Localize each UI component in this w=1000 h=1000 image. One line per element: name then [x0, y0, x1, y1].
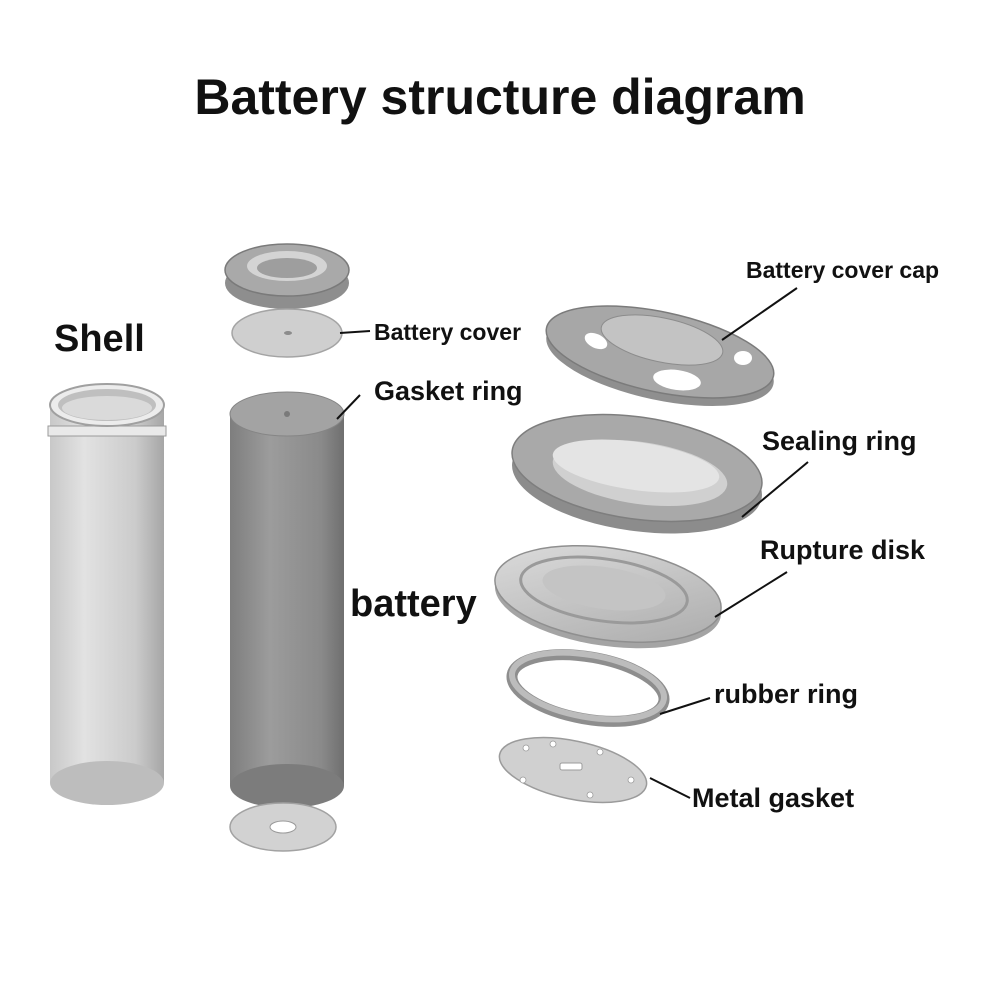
battery-cover-cap-part [545, 305, 775, 406]
small-cover-cap [224, 243, 350, 309]
rubber-ring-part [506, 649, 670, 727]
label-rupture-disk: Rupture disk [760, 535, 926, 565]
metal-gasket-part [498, 736, 648, 804]
battery-core [229, 391, 345, 808]
label-battery: battery [350, 583, 477, 625]
sealing-ring-part [511, 413, 763, 534]
label-sealing-ring: Sealing ring [762, 426, 917, 456]
label-battery-cover: Battery cover [374, 319, 522, 345]
leader-lines [336, 287, 809, 799]
label-battery-cover-cap: Battery cover cap [746, 257, 940, 283]
leader-rupture-disk [714, 571, 788, 618]
label-gasket-ring: Gasket ring [374, 376, 523, 406]
label-metal-gasket: Metal gasket [692, 783, 855, 813]
diagram-title: Battery structure diagram [194, 69, 806, 125]
leader-gasket-ring [336, 394, 361, 420]
shell-part [47, 383, 167, 805]
leader-sealing-ring [741, 461, 809, 518]
leader-battery-cover [339, 330, 371, 334]
label-shell: Shell [54, 318, 145, 360]
bottom-washer [229, 802, 337, 852]
leader-rubber-ring [659, 697, 711, 715]
rupture-disk-part [494, 545, 722, 649]
leader-metal-gasket [649, 777, 691, 799]
battery-cover-disk [231, 308, 343, 358]
leader-battery-cover-cap [721, 287, 798, 341]
label-rubber-ring: rubber ring [714, 679, 859, 709]
